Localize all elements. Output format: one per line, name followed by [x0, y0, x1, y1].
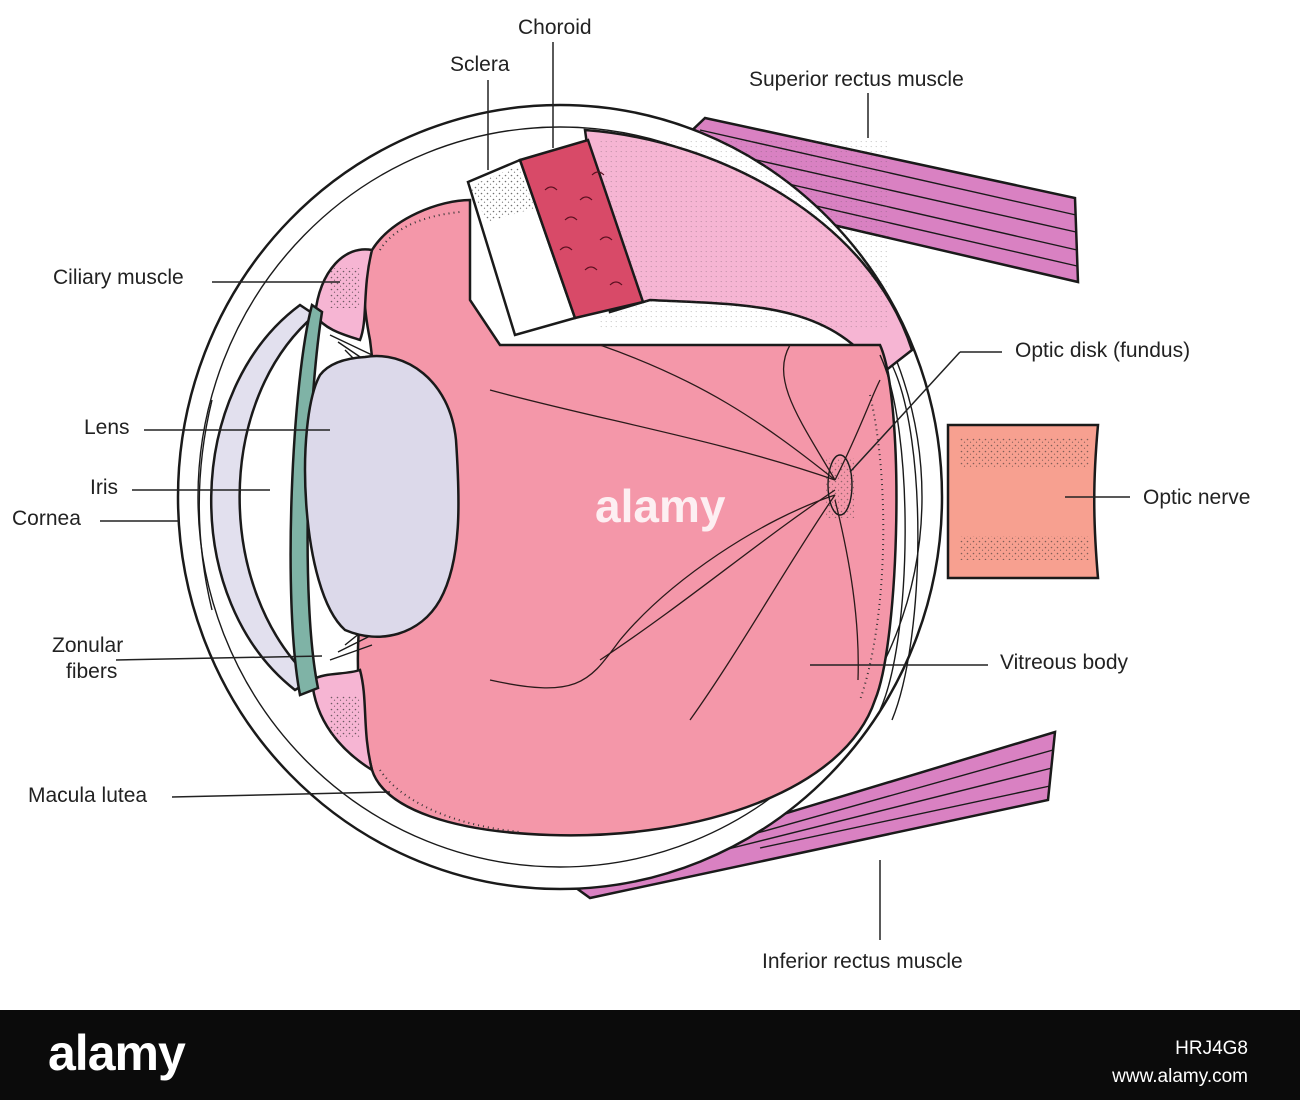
label-superior-rectus-muscle: Superior rectus muscle	[749, 68, 964, 91]
lens	[303, 354, 460, 638]
watermark-alamy: alamy	[595, 480, 726, 532]
alamy-logo[interactable]: alamy	[48, 1025, 186, 1081]
label-sclera: Sclera	[450, 53, 510, 76]
label-cornea: Cornea	[12, 507, 81, 530]
labels: Choroid Sclera Superior rectus muscle Ci…	[12, 16, 1250, 973]
eye-anatomy-diagram: Choroid Sclera Superior rectus muscle Ci…	[12, 16, 1250, 973]
footer-bar: alamy HRJ4G8 www.alamy.com	[0, 1010, 1300, 1100]
label-iris: Iris	[90, 476, 118, 499]
footer-url-link[interactable]: www.alamy.com	[1112, 1066, 1248, 1087]
label-macula-lutea: Macula lutea	[28, 784, 147, 807]
label-zonular-fibers-line2: fibers	[66, 660, 117, 683]
label-ciliary-muscle: Ciliary muscle	[53, 266, 184, 289]
optic-nerve	[946, 423, 1100, 580]
label-optic-nerve: Optic nerve	[1143, 486, 1250, 509]
image-id: HRJ4G8	[1175, 1038, 1248, 1059]
choroid-cut-section	[518, 138, 645, 320]
label-vitreous-body: Vitreous body	[1000, 651, 1129, 674]
leader-lines	[100, 42, 1130, 940]
label-choroid: Choroid	[518, 16, 592, 39]
retinal-blood-vessels	[489, 344, 881, 721]
label-optic-disk: Optic disk (fundus)	[1015, 339, 1190, 362]
label-lens: Lens	[84, 416, 130, 439]
label-zonular-fibers-line1: Zonular	[52, 634, 123, 657]
label-inferior-rectus-muscle: Inferior rectus muscle	[762, 950, 963, 973]
